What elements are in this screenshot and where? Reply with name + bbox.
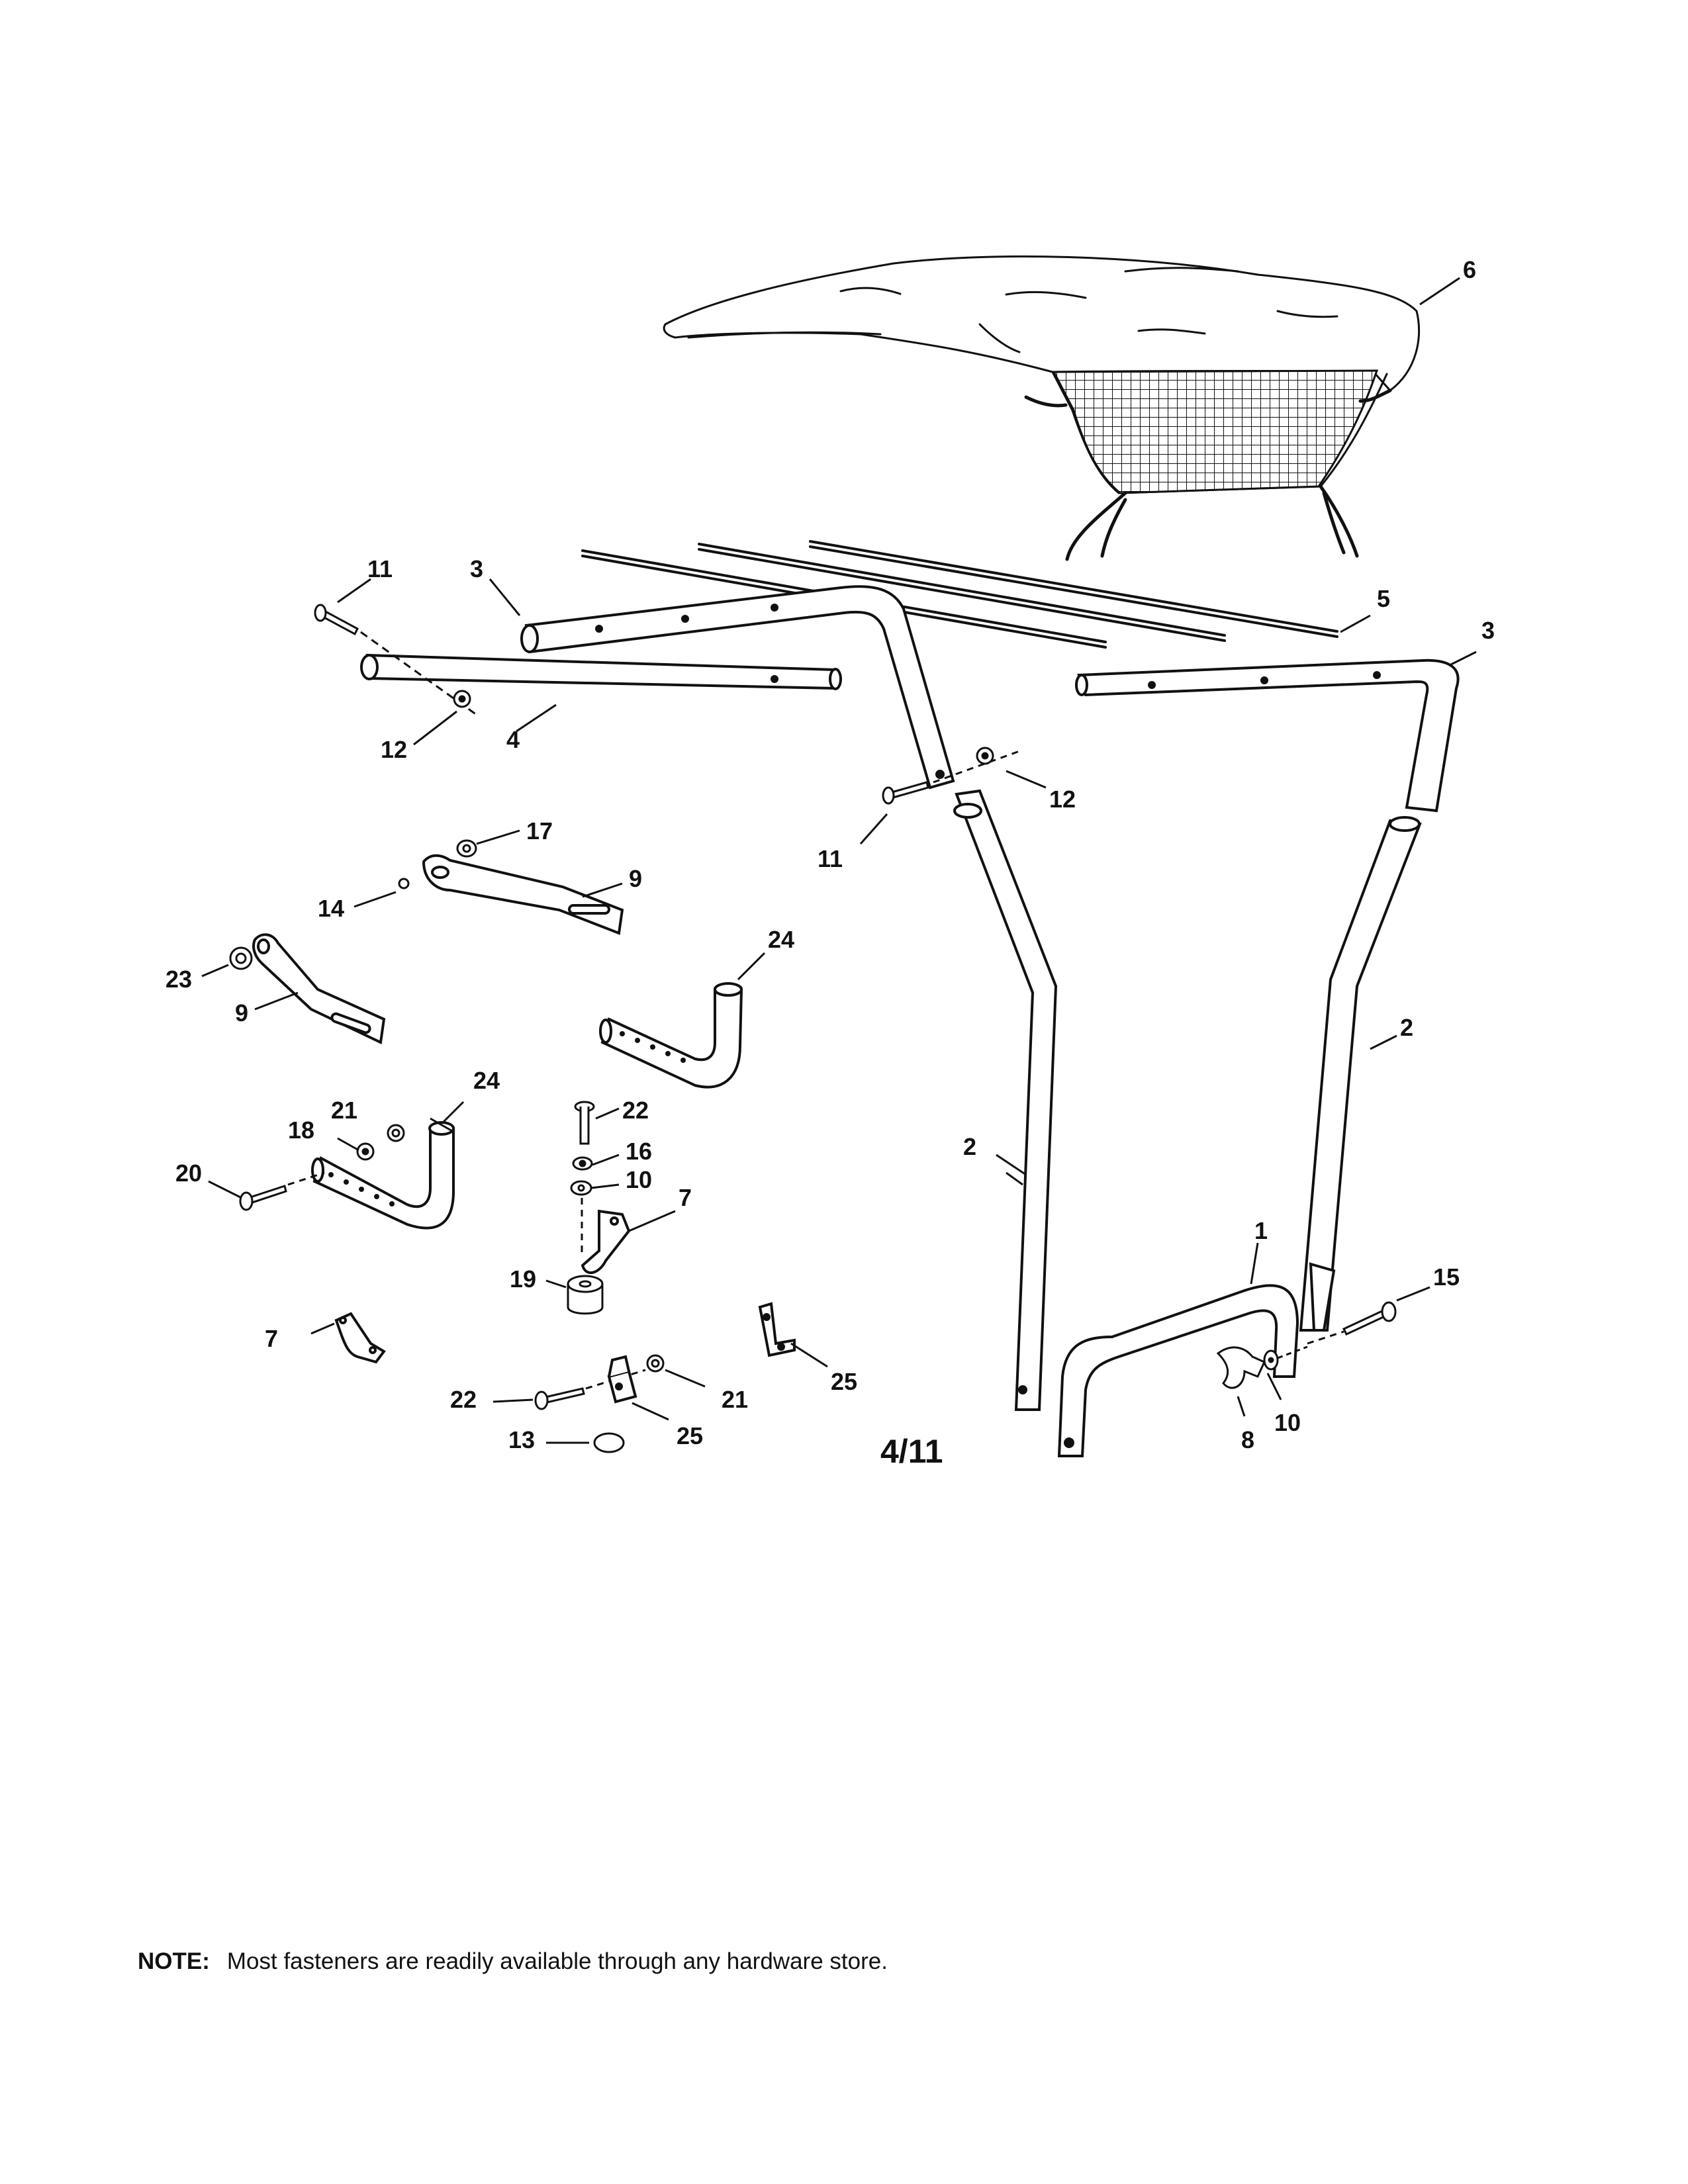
bracket-7-upper-part bbox=[581, 1209, 631, 1274]
upright-right-part bbox=[1299, 816, 1422, 1332]
callout-7: 7 bbox=[265, 1325, 278, 1352]
callout-6: 6 bbox=[1463, 256, 1476, 283]
callout-22: 22 bbox=[622, 1097, 649, 1124]
callout-2: 2 bbox=[963, 1133, 976, 1160]
callout-25: 25 bbox=[831, 1368, 857, 1395]
callout-14: 14 bbox=[318, 895, 344, 922]
callout-17: 17 bbox=[526, 817, 553, 844]
bolt-22-upper bbox=[574, 1101, 595, 1145]
note-label: NOTE: bbox=[138, 1948, 210, 1974]
callout-20: 20 bbox=[175, 1160, 202, 1187]
callout-23: 23 bbox=[165, 966, 192, 993]
washer-17 bbox=[456, 839, 477, 858]
callout-21: 21 bbox=[722, 1386, 748, 1413]
callout-24: 24 bbox=[473, 1067, 500, 1094]
dashed-axis bbox=[360, 631, 477, 716]
lockwasher-16 bbox=[572, 1156, 593, 1171]
dashed-axis bbox=[1307, 1330, 1344, 1345]
callout-3: 3 bbox=[470, 555, 483, 582]
bolt-11-right bbox=[882, 781, 929, 805]
callout-8: 8 bbox=[1241, 1426, 1254, 1453]
nut-21-upper bbox=[387, 1124, 405, 1142]
dashed-axis bbox=[585, 1369, 646, 1390]
bolt-22-lower bbox=[534, 1387, 585, 1410]
page-number: 4/11 bbox=[880, 1433, 943, 1470]
callout-9: 9 bbox=[235, 999, 248, 1026]
nut-14 bbox=[398, 878, 410, 889]
callout-12: 12 bbox=[381, 736, 407, 763]
spacer-19 bbox=[567, 1275, 604, 1315]
nut-12-left bbox=[453, 690, 471, 708]
callout-25: 25 bbox=[677, 1422, 703, 1449]
callout-11: 11 bbox=[818, 845, 843, 872]
canopy-mesh bbox=[1052, 369, 1379, 494]
angle-bracket-25-lower-part bbox=[607, 1355, 637, 1404]
callout-4: 4 bbox=[506, 726, 520, 753]
brace-9-lower-part bbox=[252, 933, 386, 1044]
footer-note: NOTE: Most fasteners are readily availabl… bbox=[138, 1948, 888, 1975]
leader-lines bbox=[201, 277, 1477, 1444]
nut-21-lower bbox=[646, 1354, 665, 1373]
bolt-11-left bbox=[314, 604, 359, 636]
callout-22: 22 bbox=[450, 1386, 477, 1413]
callout-10: 10 bbox=[626, 1166, 652, 1193]
callout-10: 10 bbox=[1274, 1409, 1301, 1436]
nut-18 bbox=[356, 1142, 375, 1161]
callout-12: 12 bbox=[1049, 786, 1076, 813]
callout-11: 11 bbox=[367, 555, 393, 582]
mount-tube-24-lower-part bbox=[311, 1121, 455, 1230]
callout-18: 18 bbox=[288, 1116, 314, 1144]
washer-10-lower bbox=[1263, 1349, 1279, 1371]
bolt-20 bbox=[239, 1185, 287, 1211]
brace-9-upper-part bbox=[422, 854, 624, 935]
callout-9: 9 bbox=[629, 865, 642, 892]
bracket-7-lower-part bbox=[334, 1312, 386, 1364]
lower-frame-part bbox=[1057, 1284, 1299, 1457]
mount-tube-24-upper-part bbox=[599, 982, 743, 1089]
callout-21: 21 bbox=[331, 1097, 357, 1124]
crossbar-part bbox=[360, 653, 842, 690]
callout-16: 16 bbox=[626, 1138, 652, 1165]
upper-frame-left-part bbox=[520, 585, 955, 790]
upright-left-part bbox=[953, 789, 1058, 1411]
dashed-axis bbox=[287, 1171, 325, 1186]
knob-8 bbox=[1216, 1346, 1266, 1389]
washer-10-upper bbox=[570, 1180, 592, 1196]
top-rods-part bbox=[581, 540, 1338, 649]
callout-labels: 6 11 3 5 3 12 4 12 11 17 9 14 23 9 24 2 … bbox=[165, 256, 1495, 1470]
nut-12-right bbox=[976, 747, 994, 765]
callout-24: 24 bbox=[768, 926, 794, 953]
cap-13 bbox=[593, 1432, 625, 1453]
washer-23 bbox=[229, 946, 253, 970]
bolt-15 bbox=[1342, 1301, 1397, 1336]
callout-5: 5 bbox=[1377, 585, 1390, 612]
callout-15: 15 bbox=[1433, 1263, 1460, 1291]
canopy-straps bbox=[1024, 388, 1392, 561]
callout-1: 1 bbox=[1254, 1217, 1268, 1244]
dashed-axis bbox=[933, 750, 1020, 784]
callout-13: 13 bbox=[508, 1426, 535, 1453]
upper-frame-right-part bbox=[1075, 659, 1460, 813]
note-text: Most fasteners are readily available thr… bbox=[226, 1948, 888, 1974]
callout-7: 7 bbox=[679, 1184, 692, 1211]
callout-2: 2 bbox=[1400, 1014, 1413, 1041]
angle-bracket-25-right-part bbox=[758, 1302, 796, 1357]
callout-3: 3 bbox=[1481, 617, 1495, 644]
callout-19: 19 bbox=[510, 1265, 536, 1293]
